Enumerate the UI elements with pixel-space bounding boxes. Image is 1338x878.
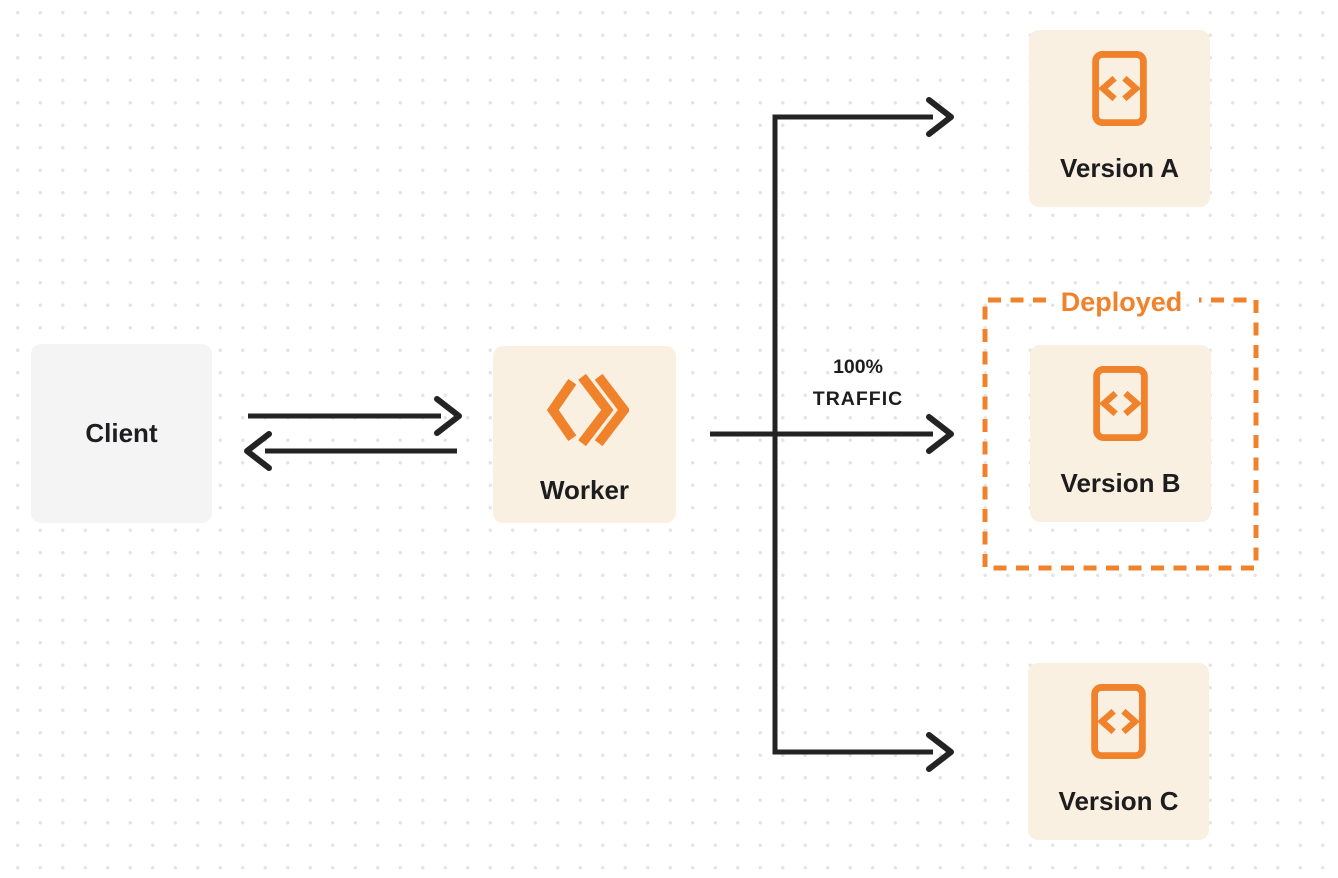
arrowhead-worker-to-client (244, 431, 272, 471)
traffic-percentage: 100% (833, 356, 883, 378)
traffic-word: TRAFFIC (812, 388, 904, 410)
version-a-label: Version A (1060, 153, 1179, 183)
arrow-branch-to-version-a-line (772, 114, 933, 434)
version-c-label: Version C (1058, 786, 1179, 816)
arrowhead-to-version-c (926, 732, 954, 772)
arrowhead-to-version-b (926, 414, 954, 454)
workers-double-chevron-icon (546, 373, 629, 447)
code-file-icon (1093, 366, 1148, 442)
client-node: Client (31, 344, 212, 523)
version-a-node: Version A (1029, 30, 1210, 207)
version-c-node: Version C (1028, 663, 1209, 840)
arrow-branch-to-version-c-line (772, 434, 933, 755)
code-file-icon (1091, 684, 1146, 760)
worker-label: Worker (539, 475, 630, 505)
client-label: Client (85, 418, 158, 448)
version-b-node: Version B (1030, 345, 1211, 522)
arrowhead-client-to-worker (434, 396, 462, 436)
deployed-group-label: Deployed (1060, 287, 1183, 317)
deployed-group-border (982, 297, 1259, 571)
arrowhead-to-version-a (926, 97, 954, 137)
code-file-icon (1092, 51, 1147, 127)
version-b-label: Version B (1060, 468, 1181, 498)
traffic-label: 100% TRAFFIC (793, 351, 923, 415)
worker-node: Worker (493, 346, 676, 523)
